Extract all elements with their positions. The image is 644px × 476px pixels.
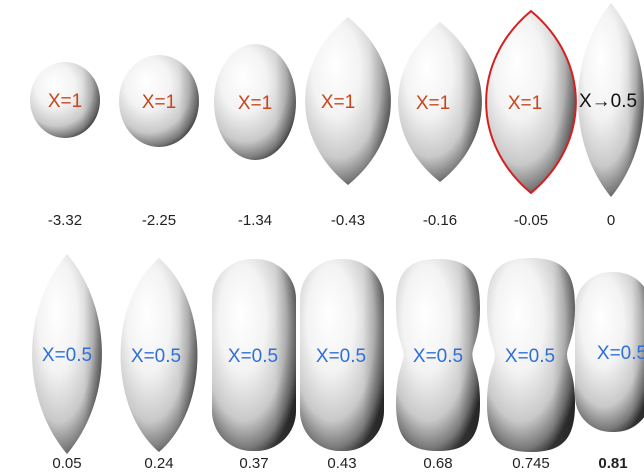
shape-r1-c1: X=1 -3.32	[30, 62, 100, 229]
shape-rim-shade	[305, 17, 391, 185]
shape-r1-c3: X=1 -1.34	[214, 44, 296, 229]
shape-label: X=1	[238, 93, 272, 114]
shape-label: X=1	[416, 93, 450, 114]
value-label: -1.34	[238, 212, 272, 229]
shape-r2-c3: X=0.5 0.37	[212, 259, 296, 472]
shape-rim-shade	[119, 55, 199, 147]
value-label: 0.68	[423, 455, 452, 472]
shape-rim-shade	[212, 259, 296, 451]
shape-label: X=1	[508, 93, 542, 114]
shape-label: X=0.5	[505, 346, 555, 367]
shape-r1-c5: X=1 -0.16	[398, 22, 482, 229]
shape-rim-shade	[578, 3, 644, 197]
shape-label: X=0.5	[413, 346, 463, 367]
shape-r2-c5: X=0.5 0.68	[396, 259, 480, 472]
shape-rim-shade	[32, 254, 102, 454]
shape-rim-shade	[396, 259, 480, 451]
value-label: 0.37	[239, 455, 268, 472]
value-label: 0.745	[512, 455, 550, 472]
shape-r2-c2: X=0.5 0.24	[120, 258, 198, 472]
shape-r1-c4: X=1 -0.43	[305, 17, 391, 229]
value-label: 0.24	[144, 455, 173, 472]
shape-rim-shade	[300, 259, 384, 451]
shape-rim-shade	[214, 44, 296, 160]
shape-rim-shade	[398, 22, 482, 182]
shape-r2-c1: X=0.5 0.05	[32, 254, 102, 472]
value-label: -0.16	[423, 212, 457, 229]
value-label: -2.25	[142, 212, 176, 229]
shape-rim-shade	[575, 272, 644, 432]
shape-rim-shade	[486, 11, 576, 193]
shape-r1-c2: X=1 -2.25	[119, 55, 199, 229]
shape-rim-shade	[30, 62, 100, 138]
shape-r2-c4: X=0.5 0.43	[300, 259, 384, 472]
shape-label: X=0.5	[228, 346, 278, 367]
shape-label: X=0.5	[42, 345, 92, 366]
value-label: -0.05	[514, 212, 548, 229]
value-label: 0.81	[598, 455, 627, 472]
value-label: 0.05	[52, 455, 81, 472]
value-label: 0.43	[327, 455, 356, 472]
shape-r1-c6: X=1 -0.05	[485, 9, 577, 229]
shape-rim-shade	[120, 258, 198, 452]
value-label: -3.32	[48, 212, 82, 229]
shape-label: X=0.5	[597, 343, 644, 364]
shape-label: X→0.5	[579, 91, 637, 112]
value-label: -0.43	[331, 212, 365, 229]
highlight-outline	[485, 9, 577, 195]
shape-label: X=0.5	[131, 346, 181, 367]
shape-label: X=1	[142, 92, 176, 113]
shape-r1-c7: X→0.5 0	[578, 3, 644, 229]
value-label: 0	[607, 212, 615, 229]
shape-r2-c7: X=0.5 0.81	[575, 272, 644, 472]
shape-r2-c6: X=0.5 0.745	[487, 258, 575, 472]
shape-label: X=0.5	[316, 346, 366, 367]
shape-label: X=1	[321, 92, 355, 113]
shape-rim-shade	[487, 258, 575, 452]
shape-label: X=1	[48, 91, 82, 112]
